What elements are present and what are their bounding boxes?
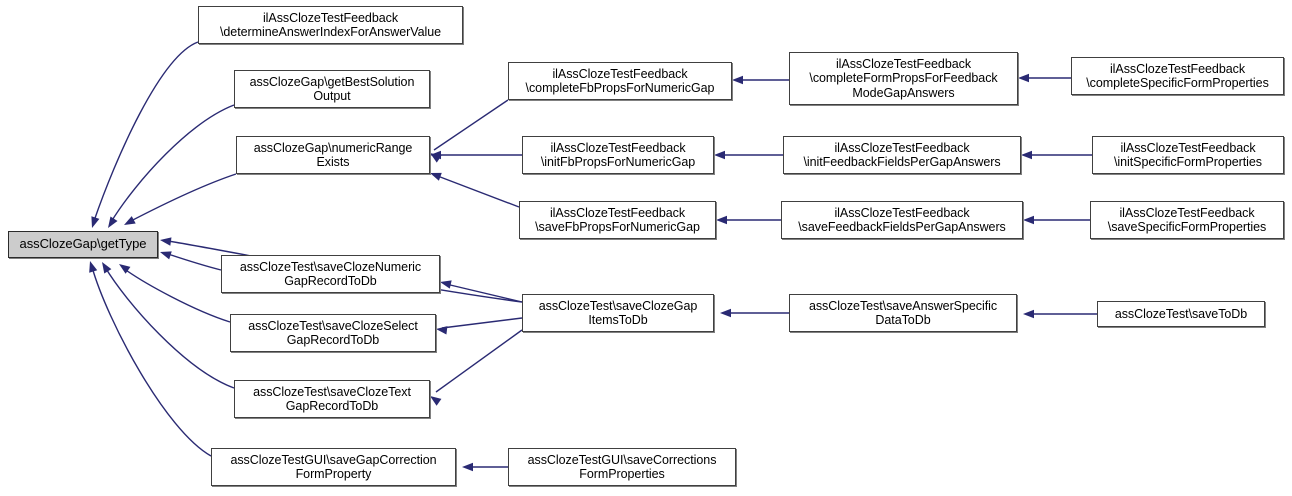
graph-node-initSpecific[interactable]: ilAssClozeTestFeedback \initSpecificForm… [1092,136,1284,174]
arrowhead-initFeedbackFields-to-initFbProps [714,150,725,160]
edge-saveGapItems-to-saveSelect [441,317,523,329]
arrowhead-saveText-to-root [102,262,112,274]
graph-node-saveTextGapRec[interactable]: assClozeTest\saveClozeText GapRecordToDb [234,380,430,418]
edge-numericRange-to-root [128,173,237,223]
arrowhead-saveSelect-to-root [119,264,131,274]
edge-completeFbProps-to-numericRange [433,99,509,151]
graph-node-saveGapCorrection[interactable]: assClozeTestGUI\saveGapCorrection FormPr… [211,448,456,486]
edge-saveNumeric-to-root [167,253,222,271]
graph-node-numericRange[interactable]: assClozeGap\numericRange Exists [236,136,430,174]
graph-node-saveFeedbackFields[interactable]: ilAssClozeTestFeedback \saveFeedbackFiel… [781,201,1023,239]
arrowhead-initSpecific-to-initFeedbackFields [1021,150,1032,160]
edge-determineAnswer-to-root [93,41,199,222]
graph-node-completeFbProps[interactable]: ilAssClozeTestFeedback \completeFbPropsF… [508,62,732,100]
graph-node-saveGapItems[interactable]: assClozeTest\saveClozeGap ItemsToDb [522,294,714,332]
arrowhead-saveGapCorrection-to-root [89,261,98,273]
edge-saveGapCorrection-to-root [91,266,212,457]
arrowhead-saveToDb-to-saveAnswerSpecific [1023,309,1034,319]
arrowhead-saveGapItems-to-root [160,237,172,246]
graph-node-determineAnswer[interactable]: ilAssClozeTestFeedback \determineAnswerI… [198,6,463,44]
arrowhead-completeFormProps-to-completeFbProps [732,75,743,85]
graph-node-initFeedbackFields[interactable]: ilAssClozeTestFeedback \initFeedbackFiel… [783,136,1021,174]
graph-node-saveAnswerSpecific[interactable]: assClozeTest\saveAnswerSpecific DataToDb [789,294,1017,332]
edge-saveGapItems-to-saveText [435,329,523,393]
edge-saveText-to-root [104,266,235,389]
graph-node-saveNumericGapRec[interactable]: assClozeTest\saveClozeNumeric GapRecordT… [221,255,440,293]
graph-node-saveToDb[interactable]: assClozeTest\saveToDb [1097,301,1265,327]
graph-node-saveCorrections[interactable]: assClozeTestGUI\saveCorrections FormProp… [508,448,736,486]
graph-node-completeSpecific[interactable]: ilAssClozeTestFeedback \completeSpecific… [1071,57,1284,95]
graph-node-getBestSolution[interactable]: assClozeGap\getBestSolution Output [234,70,430,108]
arrowhead-saveAnswerSpecific-to-saveGapItems [720,308,731,318]
arrowhead-numericRange-to-root [124,216,136,225]
edge-saveGapItems-to-saveNumeric [445,283,523,303]
graph-node-saveSpecific[interactable]: ilAssClozeTestFeedback \saveSpecificForm… [1090,201,1284,239]
graph-node-completeFormProps[interactable]: ilAssClozeTestFeedback \completeFormProp… [789,52,1018,105]
arrowhead-determineAnswer-to-root [91,216,100,228]
arrowhead-saveFbProps-to-numericRange [430,172,442,181]
graph-node-root[interactable]: assClozeGap\getType [8,231,158,258]
arrowhead-saveCorrections-to-saveGapCorrection [462,462,473,472]
graph-node-initFbProps[interactable]: ilAssClozeTestFeedback \initFbPropsForNu… [522,136,714,174]
arrowhead-saveGapItems-to-saveNumeric [440,280,452,289]
arrowhead-completeSpecific-to-completeFormProps [1018,73,1029,83]
graph-node-saveSelectGapRec[interactable]: assClozeTest\saveClozeSelect GapRecordTo… [230,314,436,352]
graph-node-saveFbProps[interactable]: ilAssClozeTestFeedback \saveFbPropsForNu… [519,201,716,239]
arrowhead-getBestSolution-to-root [108,216,118,228]
arrowhead-initFbProps-to-numericRange [430,150,441,160]
edge-getBestSolution-to-root [110,104,235,223]
edge-saveFbProps-to-numericRange [434,174,520,208]
arrowhead-saveGapItems-to-saveSelect [436,326,448,335]
edge-saveSelect-to-root [122,267,231,323]
arrowhead-saveFeedbackFields-to-saveFbProps [716,215,727,225]
arrowhead-saveSpecific-to-saveFeedbackFields [1023,215,1034,225]
arrowhead-saveNumeric-to-root [160,251,172,260]
